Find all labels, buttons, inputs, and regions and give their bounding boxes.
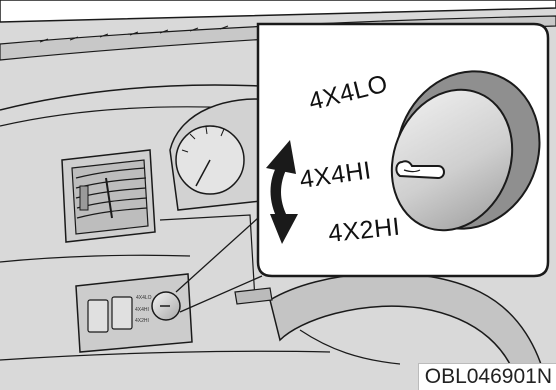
panel-label-4x4lo: 4X4LO xyxy=(136,295,152,301)
figure-code: OBL046901N xyxy=(418,363,556,390)
panel-label-4x2hi: 4X2HI xyxy=(135,318,149,324)
panel-label-4x4hi: 4X4HI xyxy=(135,307,149,313)
air-vent xyxy=(62,150,155,242)
switch-panel xyxy=(76,274,192,352)
